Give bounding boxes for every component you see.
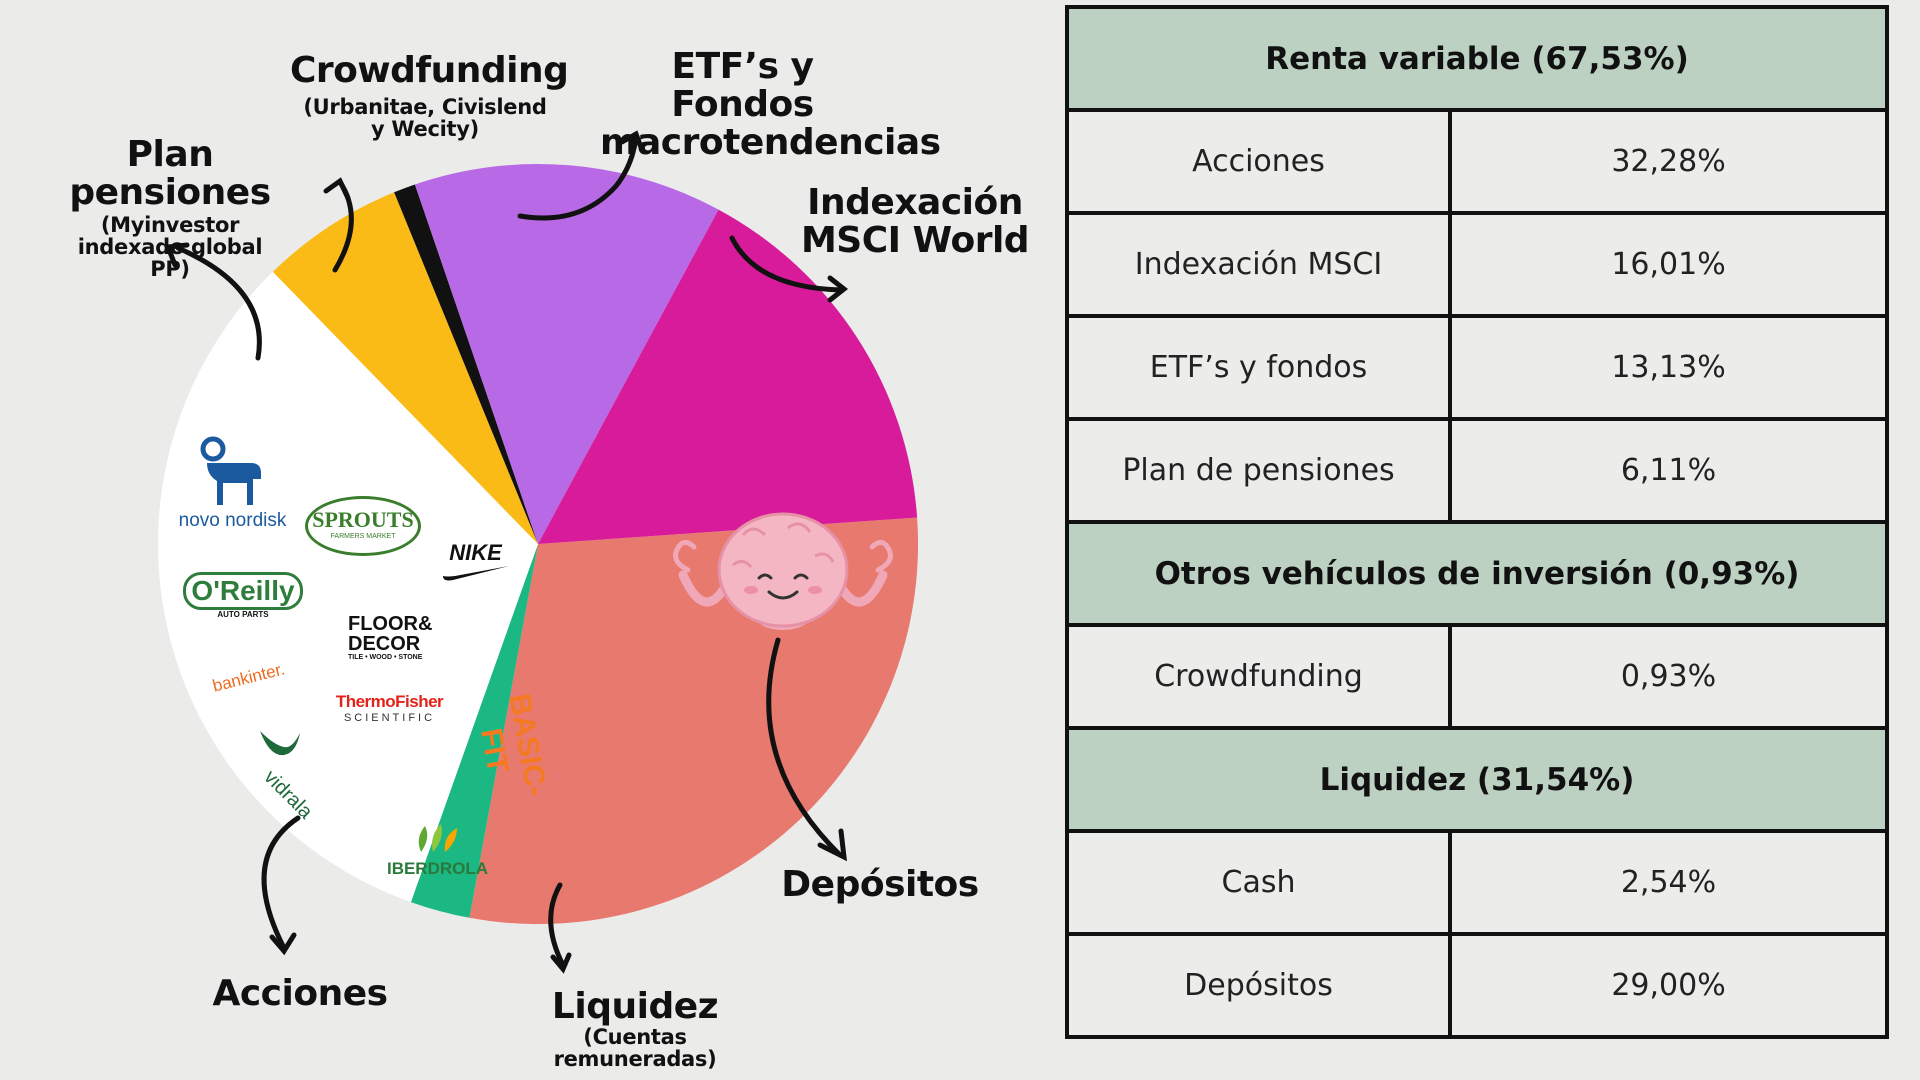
novo-nordisk-logo: novo nordisk bbox=[170, 435, 295, 532]
nike-logo: NIKE bbox=[438, 540, 513, 587]
callout-acciones-title: Acciones bbox=[212, 973, 388, 1014]
pie-slice-2 bbox=[157, 271, 539, 903]
callout-crowdfunding-title: Crowdfunding bbox=[290, 50, 569, 91]
thermofisher-text: ThermoFisher bbox=[335, 692, 444, 711]
row-label: Indexación MSCI bbox=[1065, 211, 1452, 318]
oreilly-sub-text: AUTO PARTS bbox=[217, 610, 269, 619]
iberdrola-leaves-icon bbox=[418, 824, 457, 852]
section-title: Otros vehículos de inversión (0,93%) bbox=[1064, 520, 1890, 627]
row-label: Crowdfunding bbox=[1065, 623, 1452, 730]
row-value: 29,00% bbox=[1447, 932, 1890, 1039]
vidrala-emblem-icon bbox=[260, 731, 300, 756]
novo-nordisk-text: novo nordisk bbox=[178, 510, 287, 531]
row-value: 0,93% bbox=[1447, 623, 1890, 730]
section-title: Liquidez (31,54%) bbox=[1064, 726, 1890, 833]
callout-etf-title: ETF’s y Fondos macrotendencias bbox=[600, 46, 941, 163]
floor-decor-sub-text: TILE • WOOD • STONE bbox=[348, 654, 423, 661]
table-section-header: Otros vehículos de inversión (0,93%) bbox=[1064, 520, 1890, 627]
callout-crowdfunding: Crowdfunding (Urbanitae, Civislend y Wec… bbox=[290, 50, 569, 141]
callout-liquidez-sub: (Cuentas remuneradas) bbox=[553, 1024, 717, 1071]
thermofisher-logo: ThermoFisher SCIENTIFIC bbox=[327, 692, 452, 724]
row-label: Depósitos bbox=[1065, 932, 1452, 1039]
iberdrola-logo: IBERDROLA bbox=[380, 822, 495, 879]
callout-etf: ETF’s y Fondos macrotendencias bbox=[600, 46, 941, 163]
vidrala-logo: vidrala bbox=[255, 725, 350, 823]
pie-slice-5 bbox=[414, 164, 719, 545]
pie-slice-3 bbox=[272, 192, 538, 545]
pie-chart bbox=[157, 130, 919, 974]
pie-chart-area: Crowdfunding (Urbanitae, Civislend y Wec… bbox=[45, 46, 1040, 1070]
row-label: Acciones bbox=[1065, 108, 1452, 215]
callout-pensiones-sub: (Myinvestor indexado global PP) bbox=[77, 212, 263, 281]
section-title: Renta variable (67,53%) bbox=[1064, 5, 1890, 112]
callout-pensiones-title: Plan pensiones bbox=[69, 134, 271, 213]
sprouts-sub-text: FARMERS MARKET bbox=[330, 533, 396, 540]
row-value: 32,28% bbox=[1447, 108, 1890, 215]
floor-text: FLOOR& bbox=[348, 613, 433, 635]
row-label: Cash bbox=[1065, 829, 1452, 936]
oreilly-text: O'Reilly bbox=[183, 572, 303, 610]
callout-liquidez-title: Liquidez bbox=[551, 986, 719, 1027]
iberdrola-text: IBERDROLA bbox=[386, 859, 489, 878]
callout-depositos: Depósitos bbox=[780, 866, 980, 904]
callout-arrows bbox=[164, 130, 849, 974]
decor-text: DECOR bbox=[348, 633, 421, 655]
pie-slice-4 bbox=[394, 184, 538, 544]
row-value: 16,01% bbox=[1447, 211, 1890, 318]
table-section-header: Liquidez (31,54%) bbox=[1064, 726, 1890, 833]
callout-msci-title: Indexación MSCI World bbox=[800, 182, 1030, 261]
callout-pensiones: Plan pensiones (Myinvestor indexado glob… bbox=[45, 136, 295, 280]
nike-text: NIKE bbox=[449, 540, 502, 565]
callout-depositos-title: Depósitos bbox=[781, 864, 979, 905]
swoosh-icon bbox=[442, 566, 509, 581]
row-label: Plan de pensiones bbox=[1065, 417, 1452, 524]
pie-slice-1 bbox=[410, 544, 538, 918]
sprouts-text: SPROUTS bbox=[312, 507, 414, 532]
table-section-header: Renta variable (67,53%) bbox=[1064, 5, 1890, 112]
floor-decor-logo: FLOOR& DECOR TILE • WOOD • STONE bbox=[348, 614, 468, 661]
callout-msci: Indexación MSCI World bbox=[790, 184, 1040, 260]
bull-icon bbox=[200, 436, 261, 505]
callout-crowdfunding-sub: (Urbanitae, Civislend y Wecity) bbox=[303, 94, 547, 141]
sprouts-logo: SPROUTS FARMERS MARKET bbox=[305, 496, 421, 556]
row-value: 13,13% bbox=[1447, 314, 1890, 421]
brain-icon bbox=[673, 512, 893, 630]
pie-slice-6 bbox=[538, 209, 918, 544]
row-label: ETF’s y fondos bbox=[1065, 314, 1452, 421]
callout-liquidez: Liquidez (Cuentas remuneradas) bbox=[510, 988, 760, 1070]
callout-acciones: Acciones bbox=[210, 975, 390, 1013]
oreilly-logo: O'Reilly AUTO PARTS bbox=[183, 572, 303, 619]
scientific-text: SCIENTIFIC bbox=[343, 712, 436, 724]
row-value: 6,11% bbox=[1447, 417, 1890, 524]
row-value: 2,54% bbox=[1447, 829, 1890, 936]
